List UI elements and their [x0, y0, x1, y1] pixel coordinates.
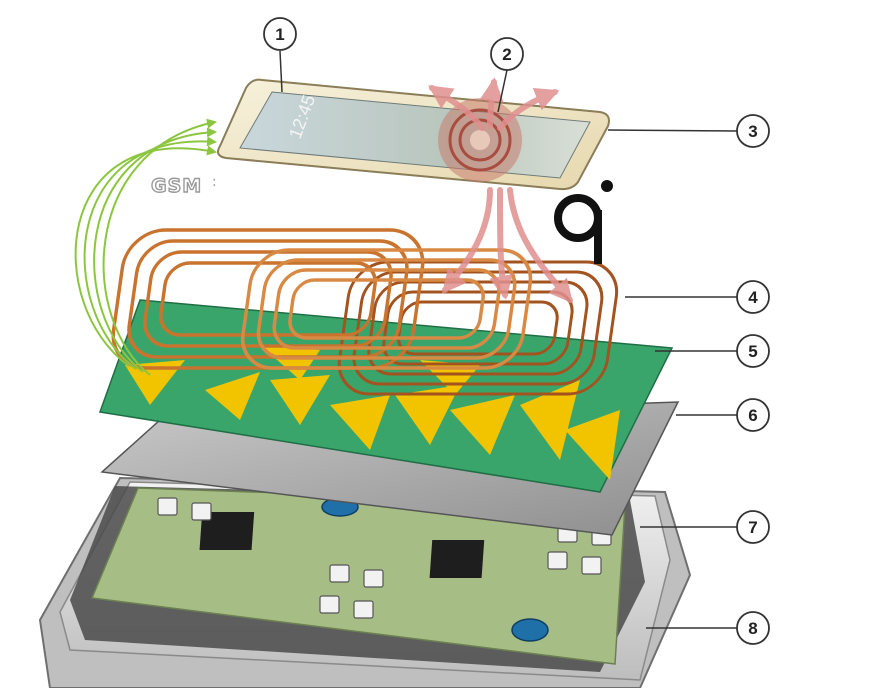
chip-1	[199, 512, 255, 550]
callout-4: 4	[736, 280, 770, 314]
svg-text:4: 4	[748, 288, 758, 307]
svg-text:3: 3	[748, 122, 757, 141]
chip-2	[429, 540, 485, 578]
callout-3: 3	[736, 114, 770, 148]
callout-1: 1	[263, 17, 297, 51]
callout-6: 6	[736, 398, 770, 432]
smartphone: 12:45	[217, 78, 610, 191]
leader-lines	[279, 50, 738, 629]
triangle-pattern	[125, 345, 620, 480]
callouts: 1 2 3 4 5 6 7 8	[263, 17, 770, 645]
qi-logo	[554, 180, 613, 264]
callout-7: 7	[736, 510, 770, 544]
callout-2: 2	[490, 37, 524, 71]
coil-middle	[240, 248, 533, 370]
energy-arrows-upper	[428, 77, 560, 131]
callout-8: 8	[736, 611, 770, 645]
circuit-board	[90, 487, 626, 665]
gsm-arrows	[74, 118, 217, 376]
svg-text:6: 6	[748, 406, 757, 425]
svg-text:8: 8	[748, 619, 757, 638]
gsm-mark: :	[212, 174, 217, 190]
charging-coils	[111, 228, 619, 396]
gsm-label: GSM	[151, 175, 202, 197]
svg-text:2: 2	[502, 45, 511, 64]
svg-text:1: 1	[275, 25, 284, 44]
small-components	[157, 497, 612, 619]
capacitor-2	[511, 618, 549, 642]
svg-text:5: 5	[748, 342, 757, 361]
svg-text:7: 7	[748, 518, 757, 537]
callout-5: 5	[736, 334, 770, 368]
energy-arrows-lower	[441, 187, 574, 304]
